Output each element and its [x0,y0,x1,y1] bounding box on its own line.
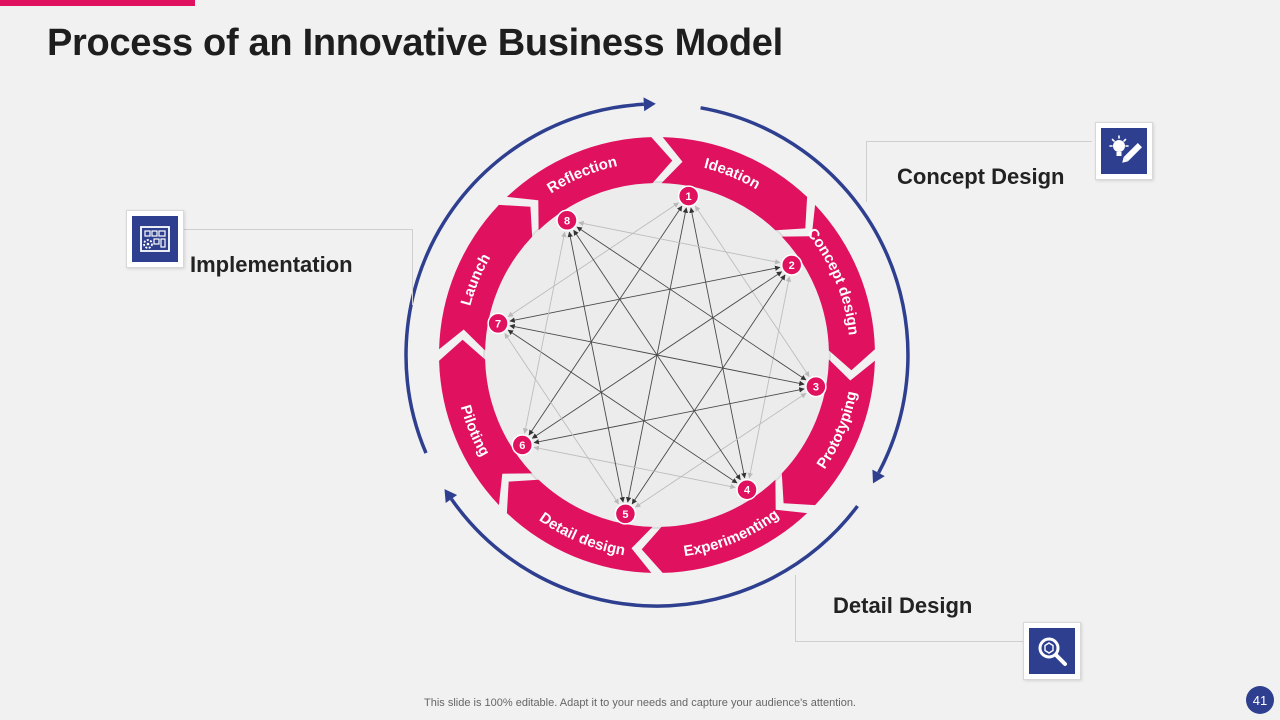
step-node [511,434,534,456]
concept-design-label: Concept Design [897,164,1065,189]
step-number: 3 [813,382,819,394]
step-node [805,375,827,398]
step-segment [641,479,808,573]
ring-arc [700,106,910,474]
concept-callout-line [866,141,1092,202]
implementation-label: Implementation [190,252,353,277]
ring-arc [404,102,644,454]
step-segment [439,204,533,351]
step-number: 8 [564,215,570,227]
ring-arc [449,497,859,608]
step-number: 7 [495,318,501,330]
detail-icon-box [1023,622,1081,680]
blueprint-gear-icon [140,226,170,252]
step-node [487,312,509,335]
detail-callout-line [795,575,1026,642]
connection-line [567,231,625,503]
lightbulb-pencil-icon [1109,135,1142,163]
step-node [677,185,700,207]
detail-design-label: Detail Design [833,593,973,618]
implementation-icon-box [126,210,184,268]
magnifier-icon [1038,637,1067,666]
ring-arrowhead [643,97,656,112]
step-connections [504,202,810,508]
page-title: Process of an Innovative Business Model [47,22,783,64]
step-number: 6 [519,440,525,452]
implementation-callout-line [182,229,413,305]
step-number: 5 [622,509,628,521]
accent-bar [0,0,195,6]
step-segment [506,137,673,231]
page-number: 41 [1246,686,1274,714]
step-segment [781,359,875,506]
step-node [780,254,803,276]
step-number: 2 [789,260,795,272]
step-segment [506,479,653,573]
outer-arrow-ring [404,97,910,608]
concept-icon-box [1095,122,1153,180]
step-segment [439,339,533,506]
step-segment [661,137,808,231]
step-number: 1 [686,191,692,203]
step-number: 4 [744,485,751,497]
ring-arrowhead [444,489,458,503]
step-node [556,209,578,232]
step-segment [781,204,875,371]
connection-line [522,231,567,434]
step-node [736,478,758,501]
step-nodes: 1 2 3 4 5 6 7 8 [487,185,827,525]
ring-arrowhead [872,469,885,484]
step-node [614,503,637,525]
footer-note: This slide is 100% editable. Adapt it to… [424,697,856,709]
